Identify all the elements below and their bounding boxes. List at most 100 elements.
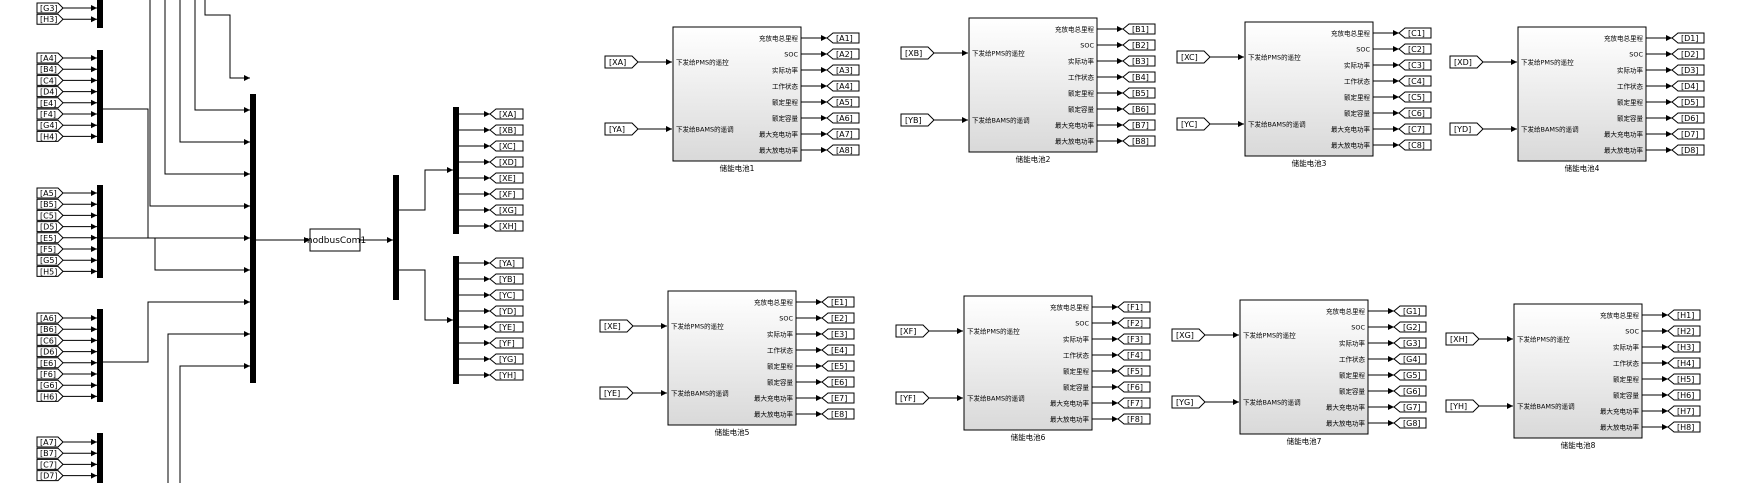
goto-tag[interactable]: [D7] bbox=[36, 470, 64, 482]
output-goto-tag[interactable]: [E4] bbox=[821, 344, 855, 356]
output-goto-tag[interactable]: [A2] bbox=[826, 48, 860, 60]
goto-tag[interactable]: [A5] bbox=[36, 187, 64, 199]
goto-tag[interactable]: [B7] bbox=[36, 447, 64, 459]
goto-tag[interactable]: [G6] bbox=[36, 379, 64, 391]
output-goto-tag[interactable]: [G6] bbox=[1393, 385, 1427, 397]
output-goto-tag[interactable]: [H4] bbox=[1667, 357, 1701, 369]
battery-block-4[interactable] bbox=[1517, 26, 1647, 162]
output-goto-tag[interactable]: [YC] bbox=[489, 289, 524, 301]
output-goto-tag[interactable]: [C2] bbox=[1398, 43, 1432, 55]
from-tag[interactable]: [XA] bbox=[604, 55, 639, 69]
goto-tag[interactable]: [D4] bbox=[36, 86, 64, 98]
goto-tag[interactable]: [A6] bbox=[36, 312, 64, 324]
output-goto-tag[interactable]: [YH] bbox=[489, 369, 524, 381]
demux-output-bar[interactable] bbox=[453, 107, 459, 234]
output-goto-tag[interactable]: [A1] bbox=[826, 32, 860, 44]
output-goto-tag[interactable]: [XB] bbox=[489, 124, 524, 136]
output-goto-tag[interactable]: [YB] bbox=[489, 273, 524, 285]
goto-tag[interactable]: [E4] bbox=[36, 97, 64, 109]
demux-bar[interactable] bbox=[393, 175, 399, 300]
output-goto-tag[interactable]: [YG] bbox=[489, 353, 524, 365]
output-goto-tag[interactable]: [A7] bbox=[826, 128, 860, 140]
output-goto-tag[interactable]: [G7] bbox=[1393, 401, 1427, 413]
goto-tag[interactable]: [F4] bbox=[36, 108, 64, 120]
output-goto-tag[interactable]: [C4] bbox=[1398, 75, 1432, 87]
goto-tag[interactable]: [C7] bbox=[36, 458, 64, 470]
output-goto-tag[interactable]: [H6] bbox=[1667, 389, 1701, 401]
output-goto-tag[interactable]: [B7] bbox=[1122, 119, 1156, 131]
output-goto-tag[interactable]: [F2] bbox=[1117, 317, 1151, 329]
battery-block-3[interactable] bbox=[1244, 21, 1374, 157]
goto-tag[interactable]: [H3] bbox=[36, 13, 64, 25]
battery-block-1[interactable] bbox=[672, 26, 802, 162]
output-goto-tag[interactable]: [E6] bbox=[821, 376, 855, 388]
goto-tag[interactable]: [D5] bbox=[36, 221, 64, 233]
from-tag[interactable]: [YC] bbox=[1176, 117, 1211, 131]
goto-tag[interactable]: [H4] bbox=[36, 130, 64, 142]
output-goto-tag[interactable]: [G4] bbox=[1393, 353, 1427, 365]
output-goto-tag[interactable]: [E5] bbox=[821, 360, 855, 372]
output-goto-tag[interactable]: [G2] bbox=[1393, 321, 1427, 333]
goto-tag[interactable]: [G3] bbox=[36, 2, 64, 14]
goto-tag[interactable]: [B6] bbox=[36, 323, 64, 335]
goto-tag[interactable]: [A4] bbox=[36, 52, 64, 64]
goto-tag[interactable]: [E6] bbox=[36, 357, 64, 369]
goto-tag[interactable]: [G4] bbox=[36, 119, 64, 131]
output-goto-tag[interactable]: [F5] bbox=[1117, 365, 1151, 377]
output-goto-tag[interactable]: [H5] bbox=[1667, 373, 1701, 385]
goto-tag[interactable]: [E5] bbox=[36, 232, 64, 244]
from-tag[interactable]: [XE] bbox=[599, 319, 634, 333]
output-goto-tag[interactable]: [D3] bbox=[1671, 64, 1705, 76]
output-goto-tag[interactable]: [B1] bbox=[1122, 23, 1156, 35]
output-goto-tag[interactable]: [C6] bbox=[1398, 107, 1432, 119]
output-goto-tag[interactable]: [B5] bbox=[1122, 87, 1156, 99]
goto-tag[interactable]: [F6] bbox=[36, 368, 64, 380]
output-goto-tag[interactable]: [F3] bbox=[1117, 333, 1151, 345]
goto-tag[interactable]: [H6] bbox=[36, 390, 64, 402]
output-goto-tag[interactable]: [C1] bbox=[1398, 27, 1432, 39]
output-goto-tag[interactable]: [A5] bbox=[826, 96, 860, 108]
output-goto-tag[interactable]: [D5] bbox=[1671, 96, 1705, 108]
output-goto-tag[interactable]: [H3] bbox=[1667, 341, 1701, 353]
mux-bar[interactable] bbox=[97, 0, 103, 28]
goto-tag[interactable]: [C6] bbox=[36, 334, 64, 346]
output-goto-tag[interactable]: [H8] bbox=[1667, 421, 1701, 433]
from-tag[interactable]: [XH] bbox=[1445, 332, 1480, 346]
goto-tag[interactable]: [G5] bbox=[36, 254, 64, 266]
from-tag[interactable]: [YG] bbox=[1171, 395, 1206, 409]
mux-bar[interactable] bbox=[97, 50, 103, 143]
from-tag[interactable]: [YB] bbox=[900, 113, 935, 127]
output-goto-tag[interactable]: [H1] bbox=[1667, 309, 1701, 321]
output-goto-tag[interactable]: [C8] bbox=[1398, 139, 1432, 151]
output-goto-tag[interactable]: [C3] bbox=[1398, 59, 1432, 71]
modbus-block[interactable]: modbusCom1 bbox=[304, 228, 366, 252]
output-goto-tag[interactable]: [H2] bbox=[1667, 325, 1701, 337]
mux-bar[interactable] bbox=[97, 309, 103, 402]
from-tag[interactable]: [XD] bbox=[1449, 55, 1484, 69]
goto-tag[interactable]: [H5] bbox=[36, 265, 64, 277]
output-goto-tag[interactable]: [D4] bbox=[1671, 80, 1705, 92]
output-goto-tag[interactable]: [XG] bbox=[489, 204, 524, 216]
output-goto-tag[interactable]: [F8] bbox=[1117, 413, 1151, 425]
output-goto-tag[interactable]: [D1] bbox=[1671, 32, 1705, 44]
mux-bar[interactable] bbox=[97, 433, 103, 483]
output-goto-tag[interactable]: [A4] bbox=[826, 80, 860, 92]
demux-output-bar[interactable] bbox=[453, 256, 459, 384]
from-tag[interactable]: [YH] bbox=[1445, 399, 1480, 413]
from-tag[interactable]: [YD] bbox=[1449, 122, 1484, 136]
from-tag[interactable]: [XC] bbox=[1176, 50, 1211, 64]
output-goto-tag[interactable]: [E7] bbox=[821, 392, 855, 404]
output-goto-tag[interactable]: [YD] bbox=[489, 305, 524, 317]
battery-block-5[interactable] bbox=[667, 290, 797, 426]
output-goto-tag[interactable]: [G1] bbox=[1393, 305, 1427, 317]
output-goto-tag[interactable]: [YE] bbox=[489, 321, 524, 333]
goto-tag[interactable]: [D6] bbox=[36, 346, 64, 358]
output-goto-tag[interactable]: [XH] bbox=[489, 220, 524, 232]
output-goto-tag[interactable]: [F1] bbox=[1117, 301, 1151, 313]
output-goto-tag[interactable]: [C7] bbox=[1398, 123, 1432, 135]
output-goto-tag[interactable]: [H7] bbox=[1667, 405, 1701, 417]
output-goto-tag[interactable]: [C5] bbox=[1398, 91, 1432, 103]
output-goto-tag[interactable]: [E2] bbox=[821, 312, 855, 324]
goto-tag[interactable]: [A7] bbox=[36, 436, 64, 448]
output-goto-tag[interactable]: [B6] bbox=[1122, 103, 1156, 115]
